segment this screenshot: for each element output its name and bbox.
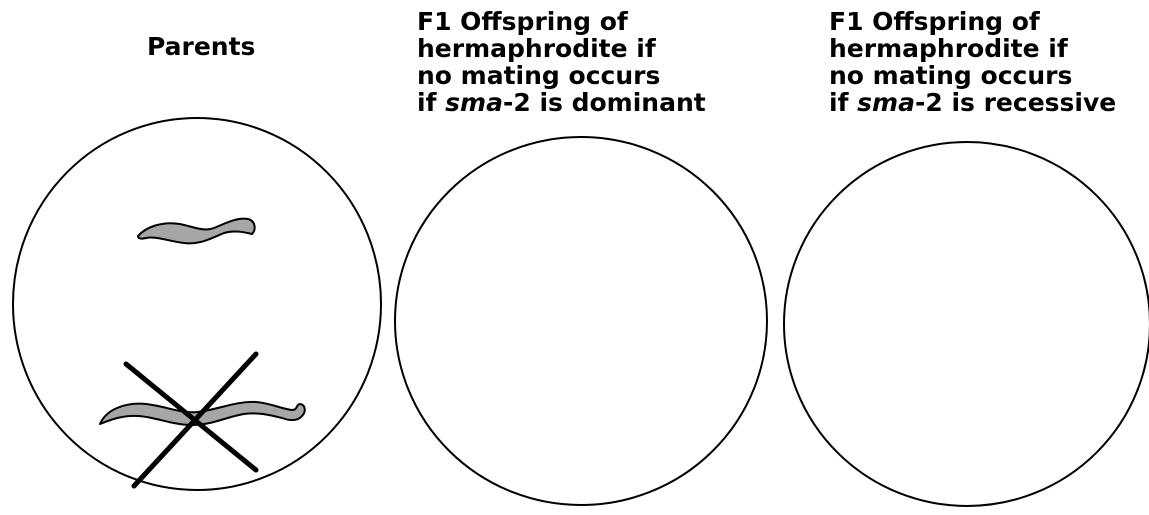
dominant-offspring-petri-dish [395,137,767,505]
parents-petri-dish [13,118,381,490]
recessive-offspring-petri-dish [784,142,1149,506]
